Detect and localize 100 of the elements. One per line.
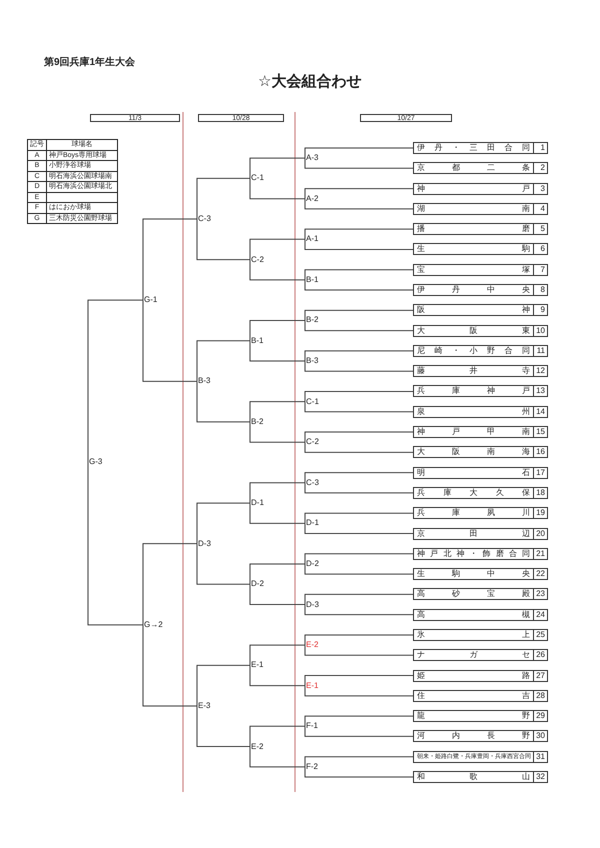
bracket-line — [196, 218, 250, 260]
match-label: A-1 — [305, 234, 318, 244]
team-box: 高砂宝殿 23 — [413, 588, 548, 600]
bracket-line — [142, 300, 198, 382]
team-box: 泉州 14 — [413, 406, 548, 418]
bracket-line — [304, 228, 414, 240]
bracket-line — [250, 502, 306, 524]
team-box: 伊丹中央 8 — [413, 284, 548, 296]
team-box: 明石 17 — [413, 466, 548, 479]
match-label: F-1 — [305, 721, 318, 732]
team-box: 尼崎・小野合同 11 — [413, 344, 548, 357]
bracket-line — [304, 675, 414, 686]
match-label: D-1 — [305, 518, 319, 528]
team-box: 生駒 6 — [413, 243, 548, 256]
team-box: 神戸甲南 15 — [413, 426, 548, 438]
bracket-line — [88, 462, 144, 626]
bracket-line — [304, 756, 414, 768]
bracket-line — [250, 584, 306, 606]
bracket-line — [250, 482, 306, 504]
event-name: 第9回兵庫1年生大会 — [44, 55, 136, 69]
bracket-line — [304, 716, 414, 727]
bracket-line — [142, 218, 198, 301]
match-label: E-1 — [305, 680, 318, 691]
bracket-line — [304, 512, 414, 524]
team-box: 大阪東 10 — [413, 324, 548, 337]
team-box: 大阪南海 16 — [413, 446, 548, 458]
team-box: 播磨 5 — [413, 223, 548, 236]
bracket-line — [304, 594, 414, 606]
match-label: G-1 — [143, 295, 158, 306]
match-label: C-1 — [250, 173, 264, 184]
team-box: 兵庫神戸 13 — [413, 385, 548, 398]
bracket-line — [304, 553, 414, 564]
team-box: 神戸北神・飾磨合同 21 — [413, 548, 548, 560]
bracket-line — [304, 432, 414, 443]
bracket-line — [196, 705, 250, 748]
bracket-line — [304, 563, 414, 575]
bracket-line — [304, 269, 414, 280]
bracket-line — [250, 563, 306, 585]
bracket-line — [142, 624, 198, 706]
bracket-line — [196, 340, 250, 382]
match-label: C-2 — [250, 254, 264, 265]
bracket-line — [250, 726, 306, 748]
match-label: G-3 — [88, 457, 102, 468]
team-box: 生駒中央 22 — [413, 568, 548, 580]
bracket-line — [304, 401, 414, 412]
team-box: 神戸 3 — [413, 182, 548, 195]
bracket-line — [250, 320, 306, 342]
bracket-line — [304, 198, 414, 210]
match-label: D-2 — [305, 558, 319, 569]
bracket-line — [304, 238, 414, 250]
match-label: B-1 — [250, 336, 264, 346]
team-box: 高槻 24 — [413, 608, 548, 621]
team-box: 兵庫夙川 19 — [413, 507, 548, 520]
team-box: 伊丹・三田合同 1 — [413, 142, 548, 154]
bracket-line — [196, 664, 250, 706]
bracket-line — [304, 472, 414, 484]
bracket-line — [304, 644, 414, 656]
team-box: 兵庫大久保 18 — [413, 486, 548, 499]
bracket-line — [304, 188, 414, 200]
match-label: C-3 — [305, 478, 319, 488]
bracket-line — [304, 360, 414, 372]
team-box: 住吉 28 — [413, 690, 548, 702]
team-box: 藤井寺 12 — [413, 365, 548, 378]
match-label: D-2 — [250, 579, 264, 590]
bracket-line — [304, 350, 414, 362]
bracket-line — [88, 300, 144, 463]
bracket-line — [250, 644, 306, 666]
bracket-line — [196, 502, 250, 544]
team-box: 和歌山 32 — [413, 770, 548, 783]
bracket-line — [304, 482, 414, 494]
bracket-line — [250, 746, 306, 768]
bracket-line — [304, 604, 414, 616]
bracket-line — [304, 726, 414, 737]
match-label: D-3 — [197, 538, 211, 549]
bracket-line — [304, 442, 414, 453]
bracket-line — [304, 310, 414, 321]
match-label: E-1 — [250, 660, 264, 670]
bracket-line — [304, 634, 414, 646]
team-box: 河内長野 30 — [413, 730, 548, 742]
bracket-line — [196, 380, 250, 422]
bracket-line — [250, 158, 306, 179]
bracket-line — [304, 148, 414, 159]
bracket-line — [250, 664, 306, 686]
match-label: E-2 — [250, 742, 264, 752]
match-label: F-2 — [305, 762, 318, 772]
team-box: 湖南 4 — [413, 202, 548, 215]
team-box: 姫路 27 — [413, 670, 548, 682]
bracket-line — [250, 421, 306, 443]
bracket-line — [304, 320, 414, 332]
bracket-line — [196, 178, 250, 220]
match-label: C-3 — [197, 214, 211, 224]
match-label: D-3 — [305, 600, 319, 610]
bracket-line — [304, 279, 414, 291]
bracket-line — [250, 178, 306, 200]
team-box: 阪神 9 — [413, 304, 548, 316]
bracket-line — [142, 543, 198, 626]
team-box: 京田辺 20 — [413, 528, 548, 540]
bracket-line — [250, 401, 306, 422]
bracket-line — [250, 238, 306, 260]
match-label: B-1 — [305, 274, 318, 285]
